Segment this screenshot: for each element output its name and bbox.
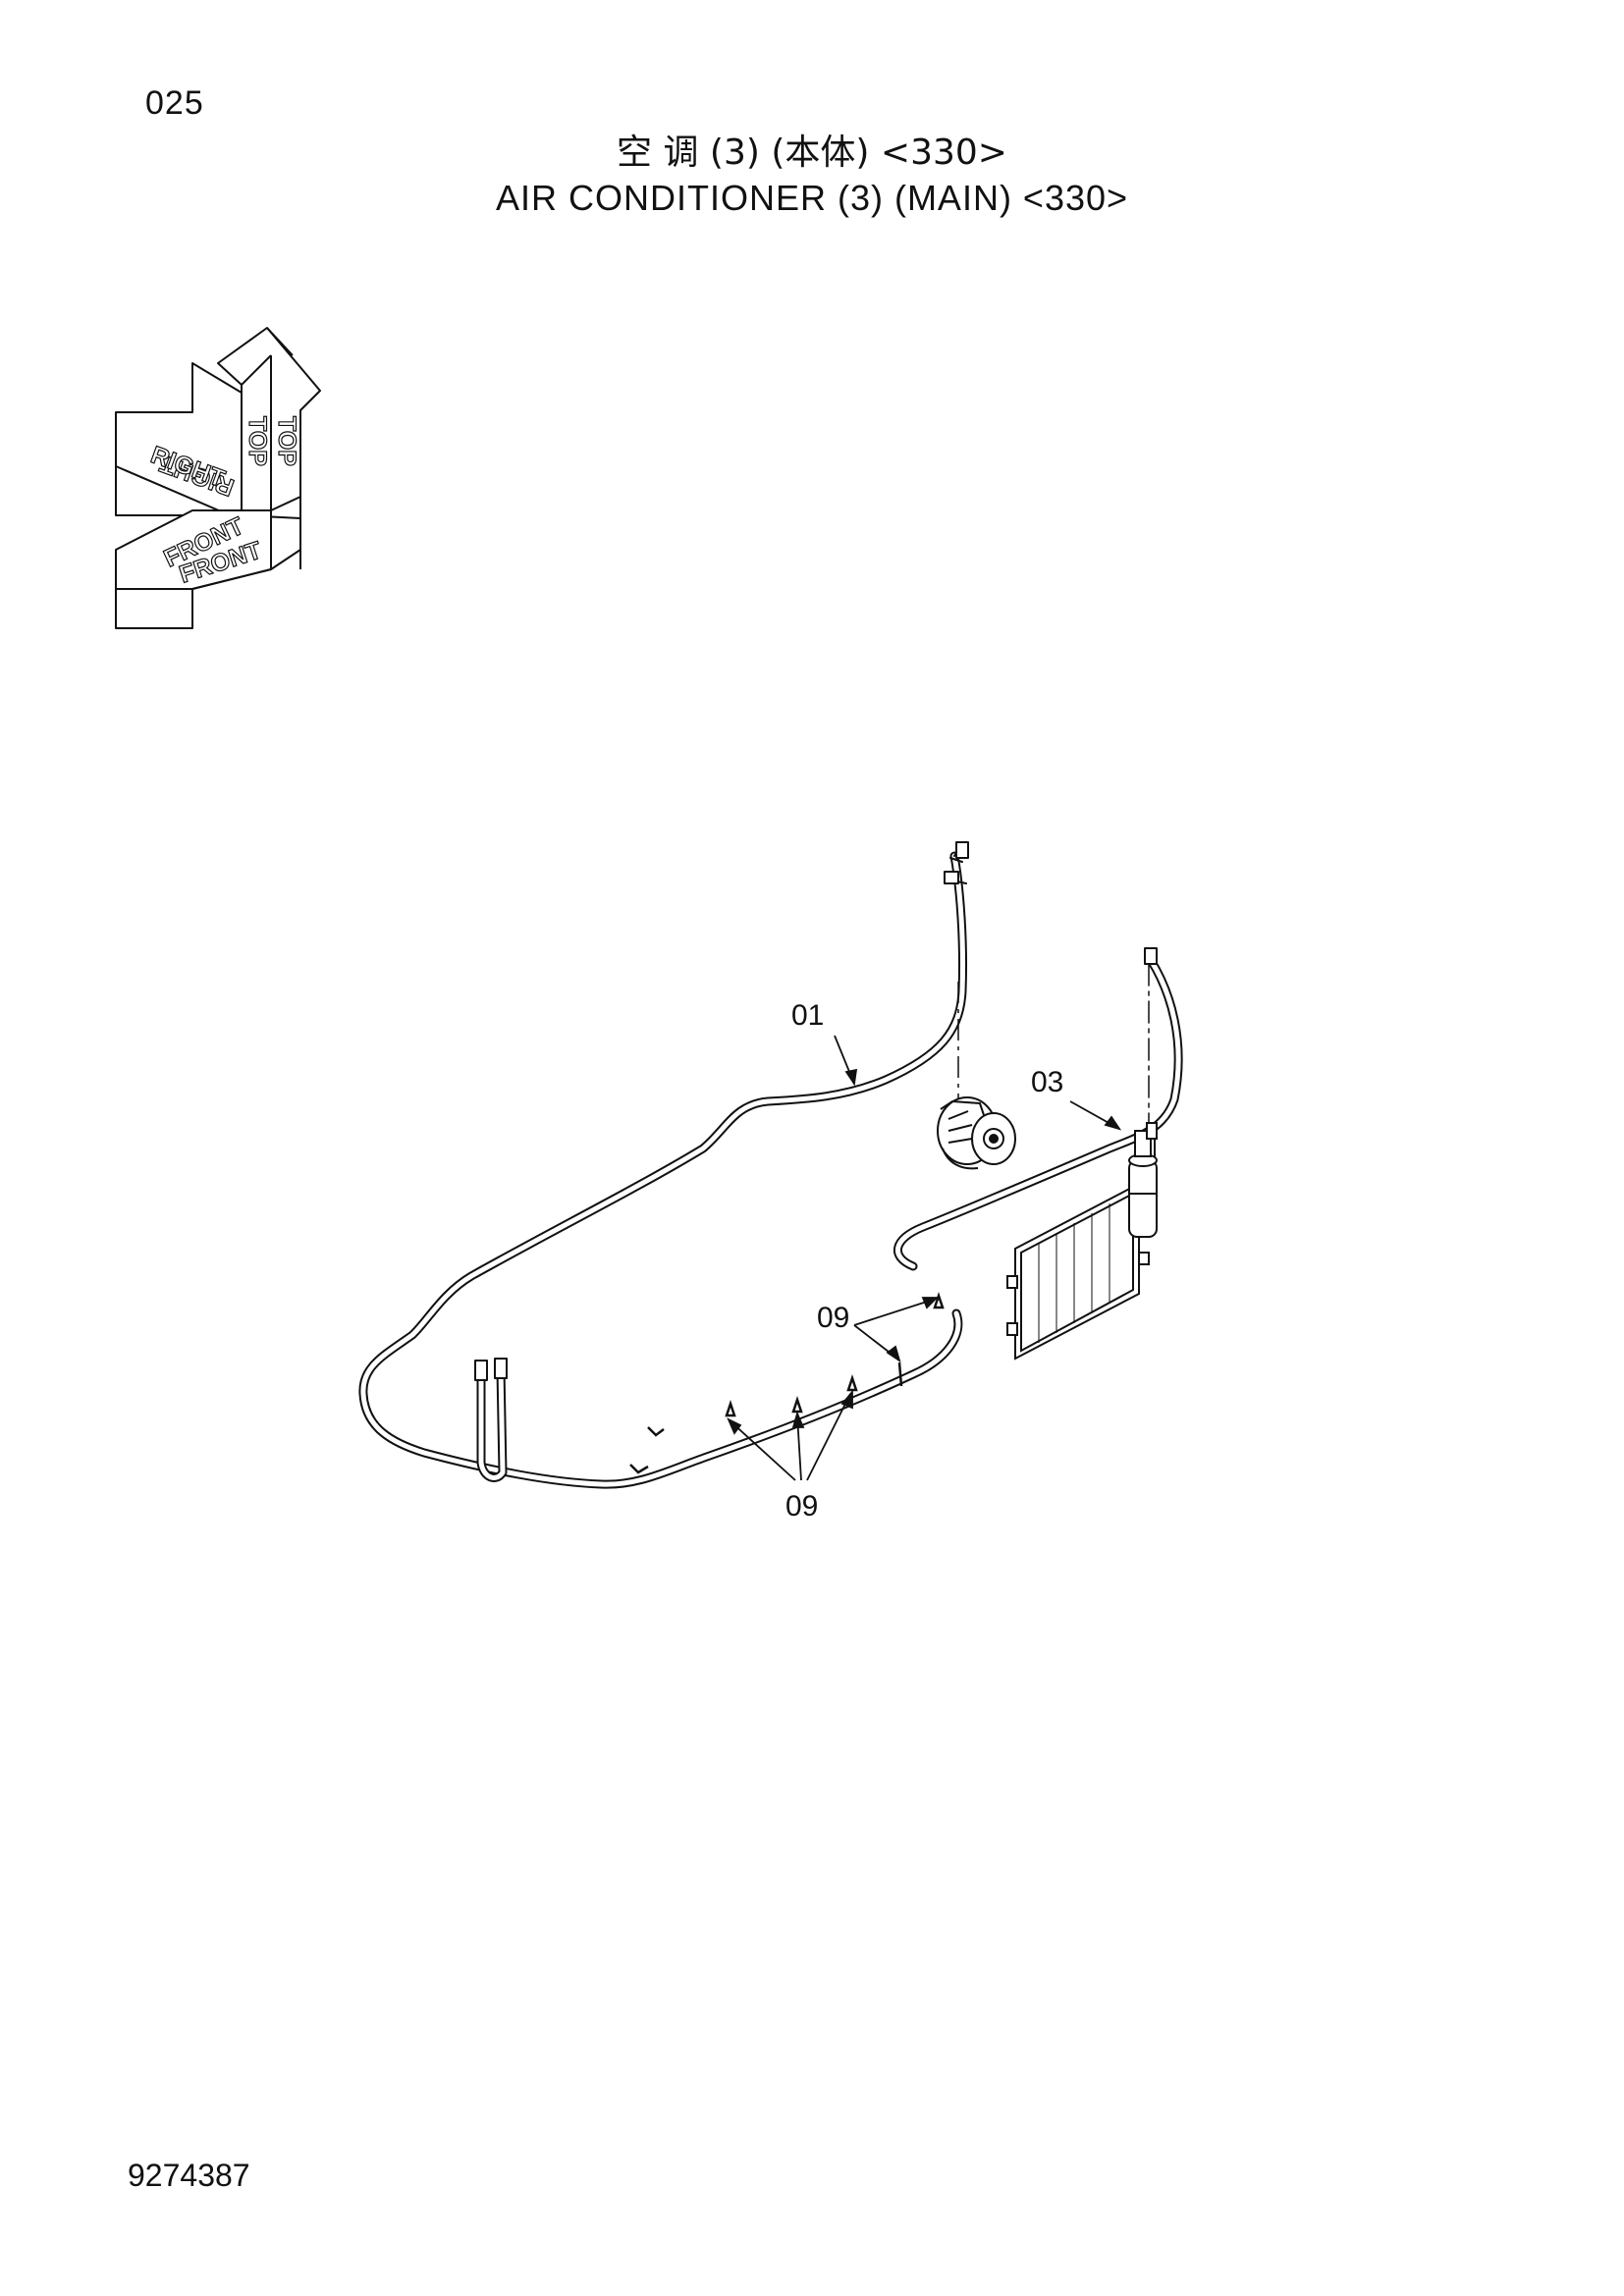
callout-01: 01: [791, 999, 824, 1032]
compressor: [937, 1096, 1016, 1170]
clamp: [629, 1464, 649, 1474]
title-english: AIR CONDITIONER (3) (MAIN) <330>: [495, 178, 1129, 218]
page-number: 025: [145, 84, 204, 122]
callout-09-lower: 09: [785, 1490, 818, 1522]
drawing-number: 9274387: [128, 2158, 250, 2193]
clamp: [846, 1374, 858, 1392]
hose-01: [358, 841, 969, 1489]
callout-09-upper: 09: [817, 1302, 849, 1334]
title-chinese: 空 调 (3) (本体) <330>: [617, 133, 1007, 173]
hose-clamps: [629, 1292, 945, 1474]
clamp: [897, 1362, 903, 1387]
clamp: [791, 1396, 803, 1414]
clamp: [647, 1426, 665, 1437]
receiver-dryer: [1128, 1122, 1158, 1238]
condenser: [1006, 1129, 1156, 1361]
front-base: [115, 588, 193, 629]
label-top-b: TOP: [273, 416, 300, 466]
hose-03: [893, 947, 1183, 1271]
clamp: [933, 1292, 945, 1309]
callout-03: 03: [1031, 1066, 1063, 1098]
clamp: [725, 1400, 736, 1417]
label-top-a: TOP: [244, 416, 271, 466]
title-block: 空 调 (3) (本体) <330> AIR CONDITIONER (3) (…: [0, 132, 1624, 222]
right-arrow: [115, 362, 243, 516]
leader-lines: [727, 1035, 1122, 1481]
orientation-indicator: [115, 327, 321, 629]
